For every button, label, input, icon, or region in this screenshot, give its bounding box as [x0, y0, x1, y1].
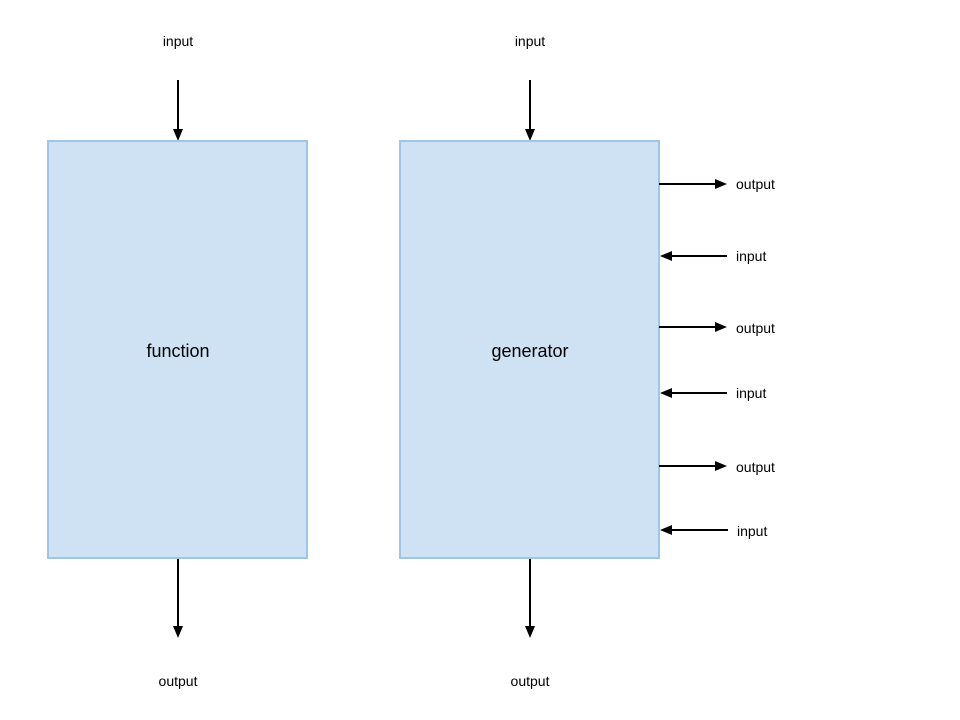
generator-output-label: output — [511, 673, 550, 689]
function-box — [47, 140, 308, 559]
function-input-arrow — [173, 80, 183, 141]
side-port-label: output — [736, 176, 775, 192]
generator-side-port-out: output — [659, 320, 775, 336]
side-port-label: input — [737, 523, 767, 539]
function-output-label: output — [159, 673, 198, 689]
function-output-arrow — [173, 559, 183, 638]
generator-side-port-in: input — [660, 248, 766, 264]
generator-side-port-in: input — [660, 385, 766, 401]
generator-input-label: input — [515, 33, 545, 49]
side-port-label: output — [736, 459, 775, 475]
generator-box — [399, 140, 660, 559]
generator-output-arrow — [525, 559, 535, 638]
function-input-label: input — [163, 33, 193, 49]
generator-side-port-out: output — [659, 176, 775, 192]
generator-box-label: generator — [491, 341, 568, 361]
generator-group: input generator output output input outp… — [399, 33, 775, 689]
side-port-label: input — [736, 248, 766, 264]
function-box-label: function — [146, 341, 209, 361]
generator-input-arrow — [525, 80, 535, 141]
generator-side-port-in: input — [660, 523, 767, 539]
generator-side-port-out: output — [659, 459, 775, 475]
function-group: input function output — [47, 33, 308, 689]
side-port-label: output — [736, 320, 775, 336]
side-port-label: input — [736, 385, 766, 401]
